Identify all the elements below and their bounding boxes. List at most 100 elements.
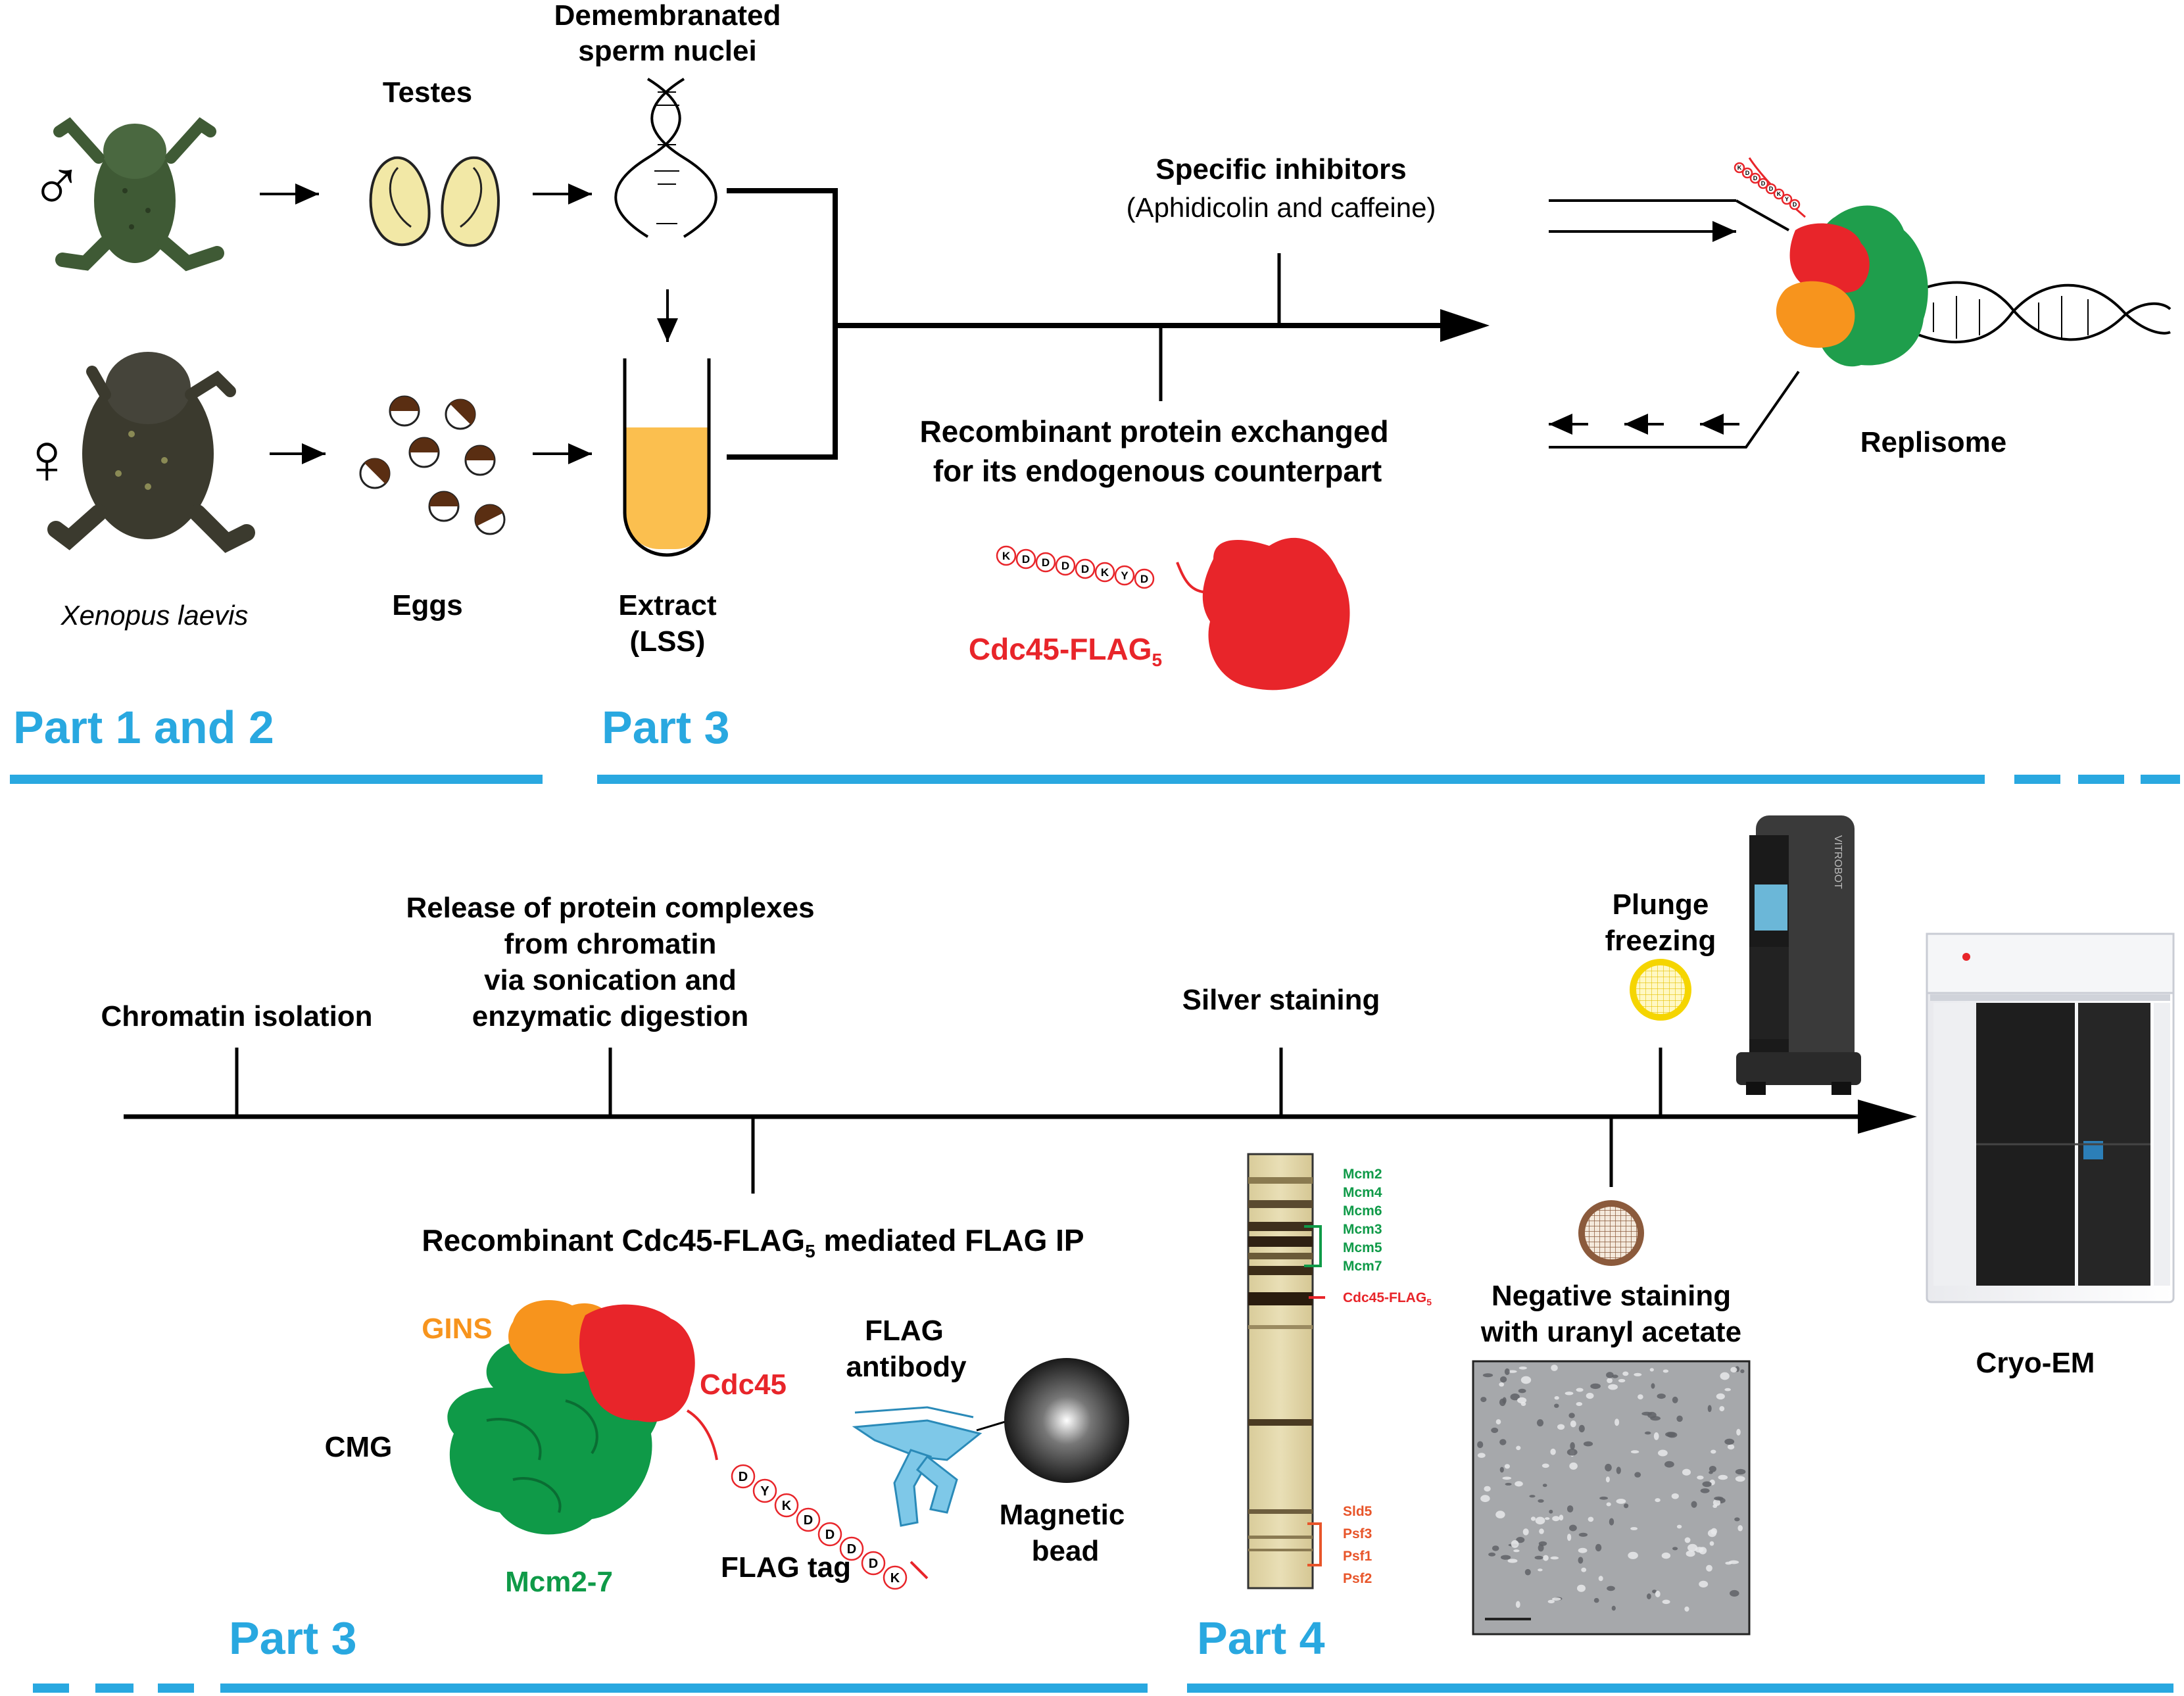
magnetic-bead-icon [1004, 1358, 1129, 1483]
em-particle [1634, 1472, 1641, 1478]
em-particle [1565, 1392, 1574, 1395]
flag-antibody-line2: antibody [846, 1351, 967, 1383]
em-particle [1513, 1549, 1520, 1553]
em-particle [1650, 1416, 1661, 1421]
gel-green-label: Mcm6 [1343, 1203, 1382, 1219]
release-line4: enzymatic digestion [472, 1000, 749, 1032]
flag-top-bead [996, 545, 1017, 566]
flag-top-bead [1015, 548, 1036, 569]
em-particle [1529, 1495, 1536, 1498]
flag-rep-letter: D [1761, 180, 1766, 187]
flag-rep-bead [1789, 199, 1801, 210]
em-particle [1624, 1503, 1629, 1509]
flag-top-bead [1035, 552, 1056, 573]
em-particle [1684, 1606, 1689, 1612]
em-particle [1518, 1367, 1527, 1370]
em-particle [1547, 1599, 1555, 1604]
gel-orange-label: Sld5 [1343, 1504, 1372, 1519]
cryo-em-label: Cryo-EM [1976, 1347, 2095, 1379]
em-particle [1502, 1476, 1512, 1480]
em-particle [1724, 1388, 1731, 1392]
em-particle [1655, 1498, 1661, 1503]
flag-rep-bead [1773, 188, 1785, 200]
extract-tube-icon [623, 358, 711, 557]
em-particle [1502, 1397, 1507, 1404]
em-particle [1672, 1547, 1678, 1551]
em-particle [1517, 1397, 1527, 1404]
em-particle [1530, 1516, 1536, 1521]
em-particle [1735, 1468, 1746, 1475]
em-particle [1586, 1392, 1594, 1399]
flag-tag-tail [910, 1561, 929, 1580]
svg-text:VITROBOT: VITROBOT [1832, 835, 1843, 889]
flag-top-letter: D [1081, 563, 1089, 575]
gins-label: GINS [422, 1313, 493, 1345]
em-particle [1609, 1518, 1614, 1526]
flag-tag-label: FLAG tag [721, 1551, 851, 1584]
magnetic-bead-line2: bead [1032, 1535, 1100, 1567]
release-line2: from chromatin [504, 928, 717, 960]
em-particle [1491, 1427, 1499, 1434]
flag-top-letter: D [1140, 573, 1148, 585]
flag-bottom-letter: D [804, 1513, 813, 1528]
em-particle [1614, 1418, 1620, 1426]
em-particle [1551, 1365, 1558, 1371]
flag-bottom-letter: K [890, 1571, 900, 1586]
male-frog-image [53, 117, 224, 272]
em-particle [1480, 1397, 1487, 1403]
em-particle [1728, 1560, 1739, 1564]
em-particle [1499, 1382, 1505, 1387]
em-particle [1477, 1441, 1484, 1449]
negative-grid-icon [1578, 1200, 1644, 1266]
flag-bottom-bead [731, 1464, 756, 1489]
mcm27-label: Mcm2-7 [505, 1566, 613, 1598]
flag-rep-letter: Y [1785, 196, 1789, 203]
em-particle [1665, 1432, 1676, 1438]
em-particle [1511, 1540, 1519, 1548]
part4-label: Part 4 [1197, 1612, 1325, 1664]
female-symbol: ♀ [20, 418, 74, 499]
flag-rep-bead [1757, 178, 1769, 189]
release-line1: Release of protein complexes [406, 892, 814, 924]
em-particle [1545, 1517, 1550, 1520]
em-particle [1700, 1488, 1710, 1493]
flag-antibody-line1: FLAG [865, 1315, 944, 1347]
em-particle [1608, 1384, 1618, 1390]
em-particle [1477, 1453, 1486, 1458]
em-particle [1719, 1406, 1725, 1412]
em-particle [1712, 1499, 1721, 1507]
em-particle [1510, 1393, 1520, 1401]
silver-gel-image [1247, 1153, 1314, 1589]
em-particle [1570, 1442, 1575, 1450]
em-particle [1567, 1534, 1572, 1541]
inhibitors-title: Specific inhibitors [1155, 153, 1406, 185]
gel-orange-label: Psf2 [1343, 1571, 1372, 1586]
em-particle [1581, 1567, 1587, 1572]
cdc45-flag-top-icon [1176, 537, 1350, 691]
em-particle [1730, 1589, 1739, 1597]
flag-rep-bead [1765, 183, 1777, 195]
em-particle [1538, 1544, 1544, 1552]
release-line3: via sonication and [484, 964, 737, 996]
em-particle [1488, 1552, 1496, 1557]
sperm-label-line1: Demembranated [554, 0, 781, 32]
em-particle [1578, 1532, 1588, 1537]
dna-helix-icon [614, 78, 717, 238]
em-particle [1534, 1555, 1543, 1560]
em-particle [1566, 1449, 1578, 1456]
blue-dash-top-3 [2141, 775, 2180, 784]
em-particle [1676, 1524, 1682, 1529]
flag-top-bead [1055, 555, 1076, 576]
em-particle [1644, 1431, 1651, 1435]
em-particle [1628, 1551, 1638, 1559]
em-particle [1507, 1559, 1518, 1563]
em-particle [1687, 1543, 1698, 1552]
em-particle [1684, 1537, 1691, 1543]
em-particle [1658, 1449, 1668, 1457]
em-particle [1606, 1372, 1614, 1378]
gel-green-label: Mcm5 [1343, 1240, 1382, 1255]
em-particle [1538, 1568, 1543, 1572]
